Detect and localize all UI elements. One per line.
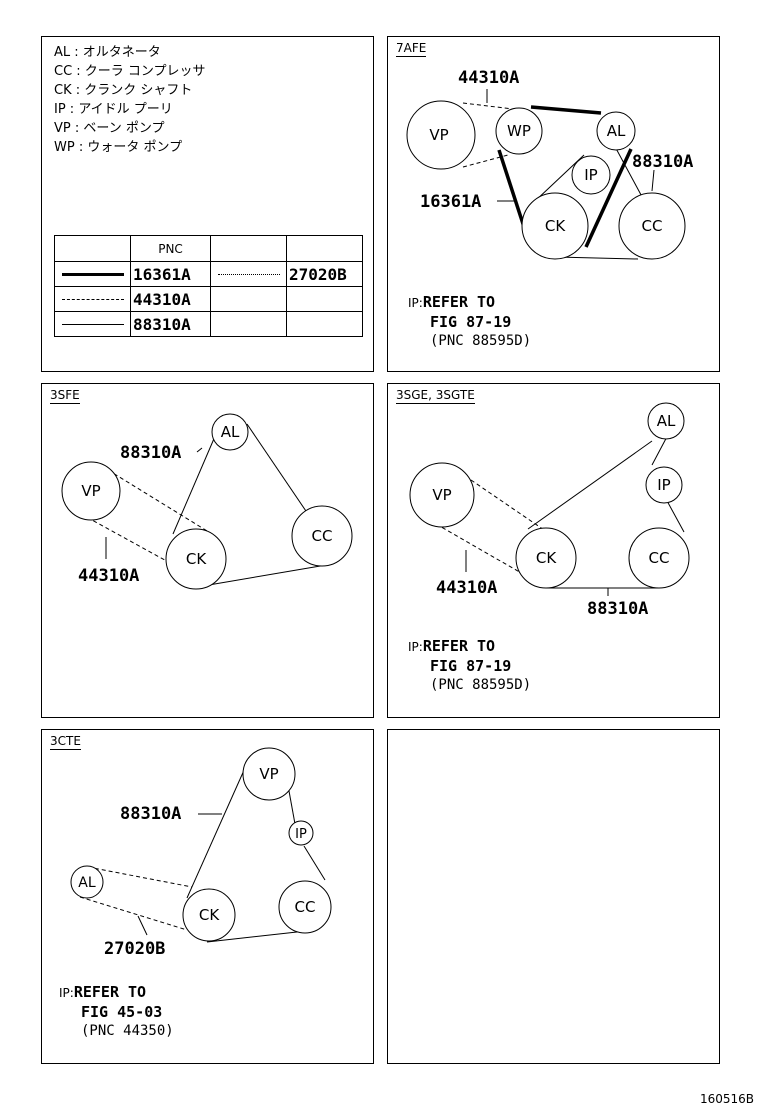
belt-label: 44310A (436, 578, 497, 598)
drawing-code: 160516B (699, 1092, 754, 1106)
pulley-label: WP (507, 122, 531, 140)
pnc-table: PNC 16361A 27020B 44310A 88310A (54, 235, 363, 337)
table-row: 44310A (54, 286, 363, 312)
ip-reference-note: IP:REFER TO FIG 87-19 (PNC 88595D) (408, 637, 532, 693)
line-style-dashed (54, 286, 131, 312)
line-style-thick (54, 261, 131, 287)
pulley-label: AL (607, 122, 626, 140)
pulley-vp (409, 462, 475, 528)
pulley-vp (61, 461, 121, 521)
pulley-label: VP (259, 765, 278, 783)
panel-title: 3SGE, 3SGTE (396, 388, 475, 404)
legend-item-ck: CK : クランク シャフト (54, 83, 193, 98)
pulley-label: VP (429, 126, 448, 144)
ip-reference-note: IP:REFER TO FIG 45-03 (PNC 44350) (59, 983, 174, 1039)
pulley-al (70, 865, 104, 899)
pulley-wp (495, 107, 543, 155)
line-style-thin (54, 311, 131, 337)
legend-item-wp: WP : ウォータ ポンプ (54, 140, 183, 155)
pulley-label: AL (221, 423, 240, 441)
belt-label: 16361A (420, 192, 481, 212)
pulley-cc (278, 880, 332, 934)
panel-3sge-3sgte: 3SGE, 3SGTE AL IP VP CK CC 44310 (387, 383, 720, 718)
pulley-ip (571, 155, 611, 195)
ip-reference-note: IP:REFER TO FIG 87-19 (PNC 88595D) (408, 293, 532, 349)
pulley-label: VP (432, 486, 451, 504)
belt-diagram-7afe: VP WP AL IP CK CC 44310A 88310A 16361A (406, 68, 693, 260)
belt-label: 44310A (78, 566, 139, 586)
panel-title: 3CTE (50, 734, 81, 750)
belt-diagram-3cte: VP IP AL CK CC 88310A 27020B (70, 747, 332, 959)
pnc-table-header: PNC (54, 235, 363, 262)
belt-label: 88310A (120, 443, 181, 463)
pnc-cell: 16361A (130, 261, 211, 287)
pulley-ck (521, 192, 589, 260)
pulley-label: CC (312, 527, 333, 545)
pulley-label: CC (649, 549, 670, 567)
pulley-label: CK (536, 549, 557, 567)
pulley-ck (515, 527, 577, 589)
belt-label: 88310A (587, 599, 648, 619)
panel-3cte: 3CTE VP IP AL CK CC 88310A 2 (41, 729, 374, 1064)
pulley-label: AL (78, 875, 96, 891)
belt-label: 88310A (120, 804, 181, 824)
panel-3sfe: 3SFE AL VP CK CC 88310A 44310A (41, 383, 374, 718)
pulley-label: CK (545, 217, 566, 235)
pnc-header: PNC (130, 235, 211, 262)
belt-diagram-3sge: AL IP VP CK CC 44310A 88310A (409, 402, 690, 619)
abbreviation-legend: AL : オルタネータ CC : クーラ コンプレッサ CK : クランク シャ… (54, 43, 206, 157)
alt-pnc-cell: 27020B (286, 261, 363, 287)
pulley-label: CC (295, 898, 316, 916)
alt-pnc-cell (286, 311, 363, 337)
pulley-ck (165, 528, 227, 590)
pulley-label: CK (186, 550, 207, 568)
panel-7afe: 7AFE VP WP AL IP CK CC (387, 36, 720, 372)
panel-title: 7AFE (396, 41, 427, 57)
pulley-label: IP (295, 827, 307, 842)
legend-item-al: AL : オルタネータ (54, 45, 161, 60)
belt-label: 27020B (104, 939, 165, 959)
pulley-vp (406, 100, 476, 170)
pulley-cc (618, 192, 686, 260)
pulley-vp (242, 747, 296, 801)
belt-label: 44310A (458, 68, 519, 88)
pulley-label: AL (657, 412, 676, 430)
pulley-ip (288, 820, 314, 846)
pulley-al (211, 413, 249, 451)
pulley-cc (628, 527, 690, 589)
pulley-label: IP (584, 166, 597, 184)
table-row: 16361A 27020B (54, 261, 363, 287)
pulley-cc (291, 505, 353, 567)
pulley-ip (645, 466, 683, 504)
legend-item-cc: CC : クーラ コンプレッサ (54, 64, 206, 79)
pulley-al (596, 111, 636, 151)
pulley-label: VP (81, 482, 100, 500)
pnc-cell: 88310A (130, 311, 211, 337)
legend-item-vp: VP : ベーン ポンプ (54, 121, 165, 136)
pulley-label: CK (199, 906, 220, 924)
belt-diagram-3sfe: AL VP CK CC 88310A 44310A (61, 413, 353, 590)
pulley-label: IP (657, 476, 670, 494)
belt-label: 88310A (632, 152, 693, 172)
line-style-dotted (210, 261, 287, 287)
legend-panel: AL : オルタネータ CC : クーラ コンプレッサ CK : クランク シャ… (41, 36, 374, 372)
pulley-ck (182, 888, 236, 942)
panel-title: 3SFE (50, 388, 80, 404)
pnc-cell: 44310A (130, 286, 211, 312)
table-row: 88310A (54, 311, 363, 337)
pulley-label: CC (642, 217, 663, 235)
pulley-al (647, 402, 685, 440)
alt-pnc-cell (286, 286, 363, 312)
legend-item-ip: IP : アイドル プーリ (54, 102, 173, 117)
empty-panel (387, 729, 720, 1064)
